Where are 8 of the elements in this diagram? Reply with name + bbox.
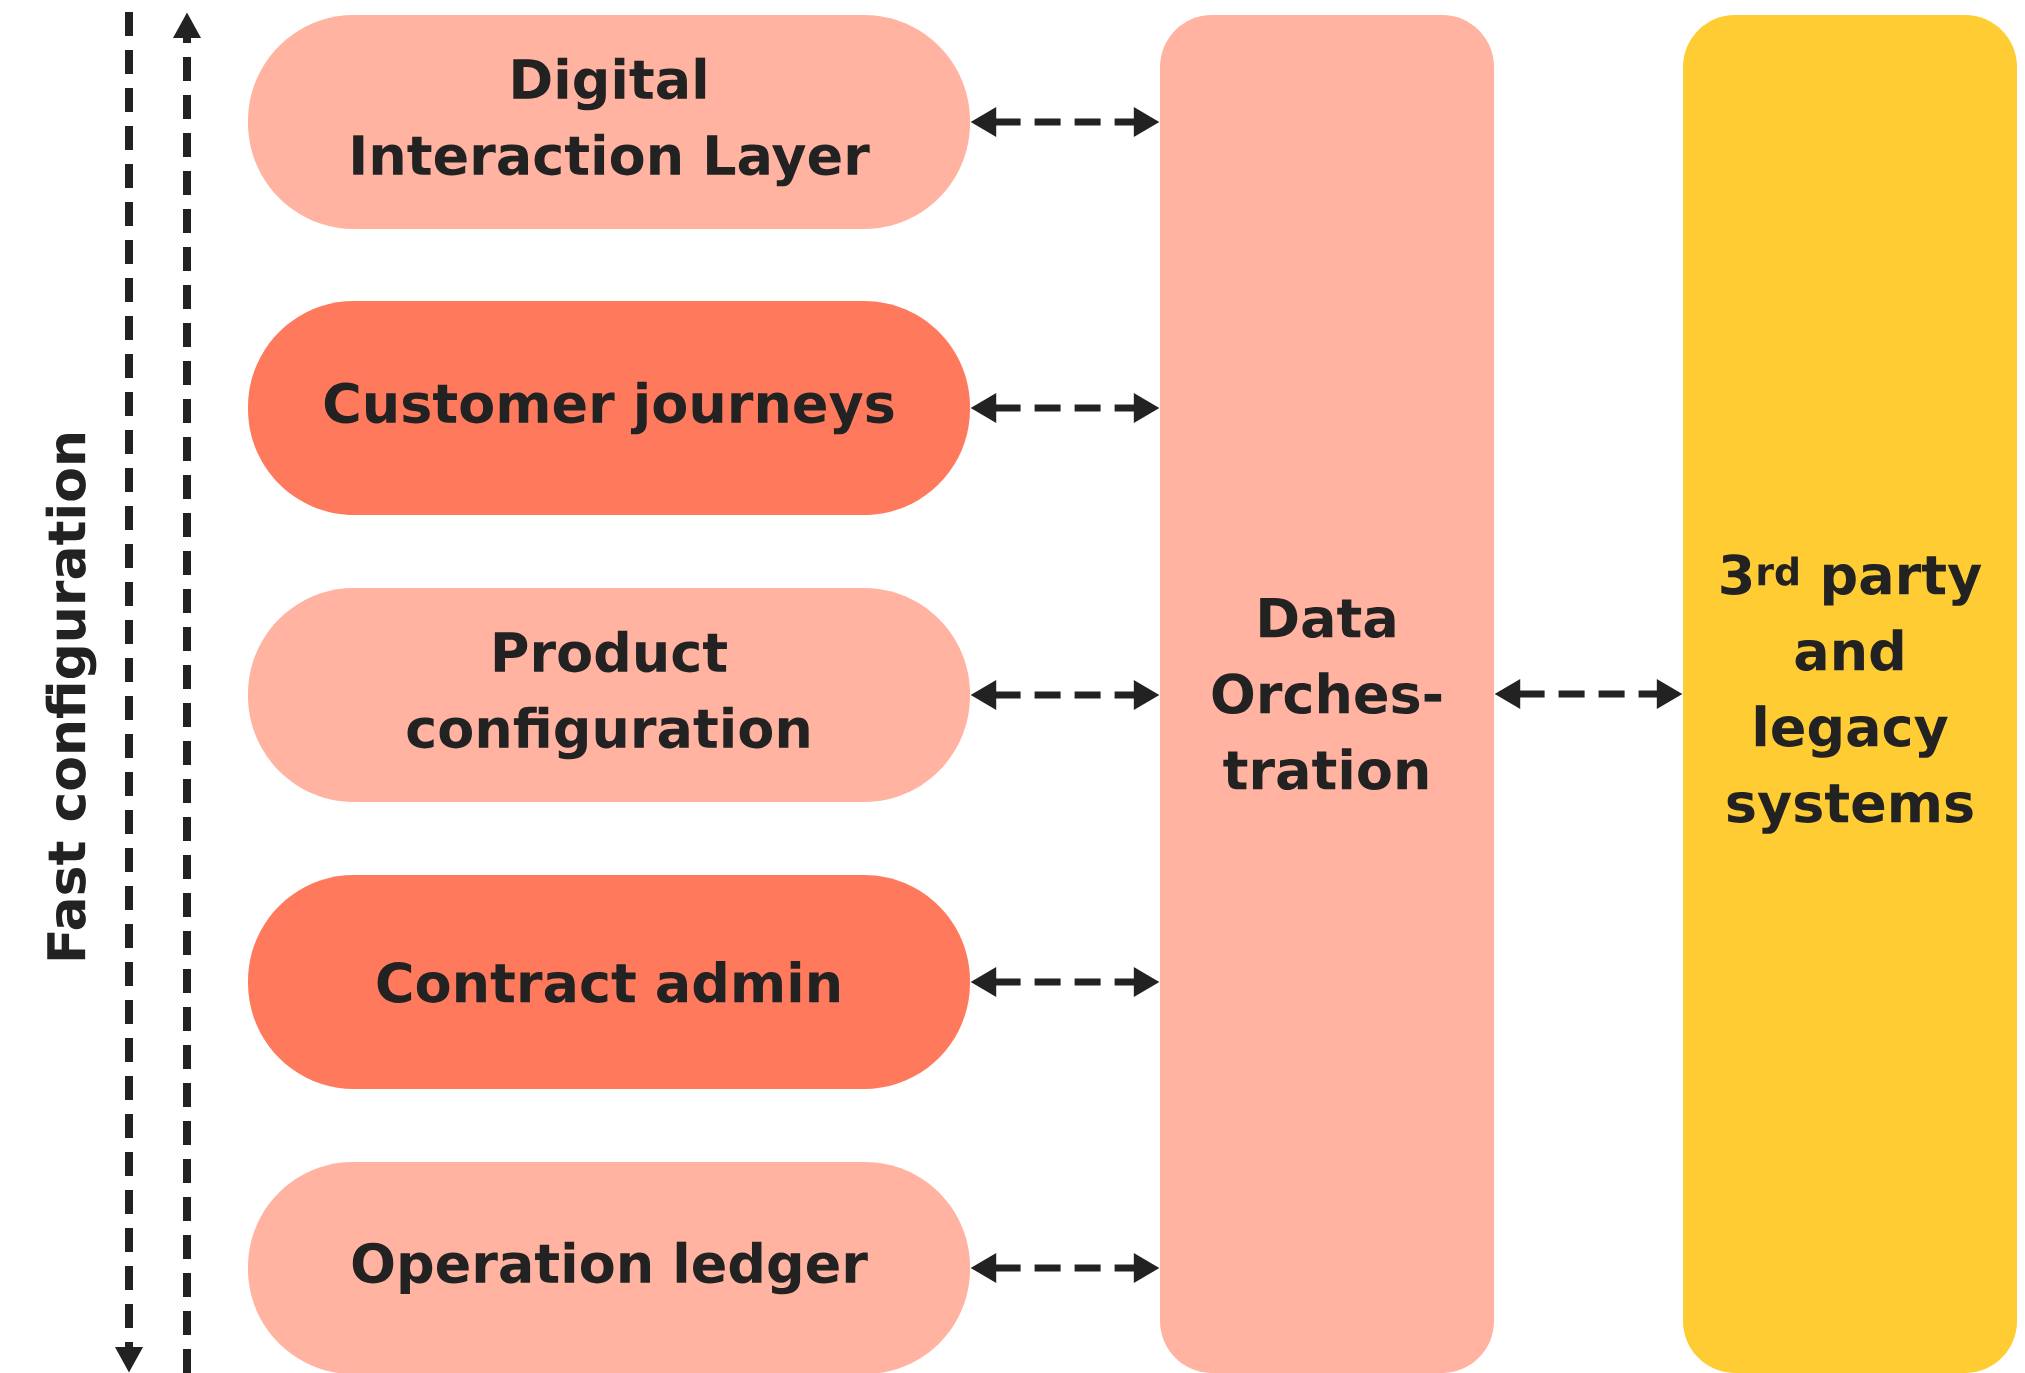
column-box: $\mathbf{3}^{\mathbf{rd}}$ party and legacy systems <box>1683 15 2018 1373</box>
column-box: Data Orches-tration <box>1160 15 1494 1373</box>
axis-label: Fast configuration <box>45 434 97 960</box>
rounded-box: Customer journeys <box>248 301 970 515</box>
rounded-box: Product configuration <box>248 588 970 802</box>
rounded-box: Digital Interaction Layer <box>248 15 970 229</box>
rounded-box: Operation ledger <box>248 1162 970 1373</box>
rounded-box: Contract admin <box>248 875 970 1089</box>
